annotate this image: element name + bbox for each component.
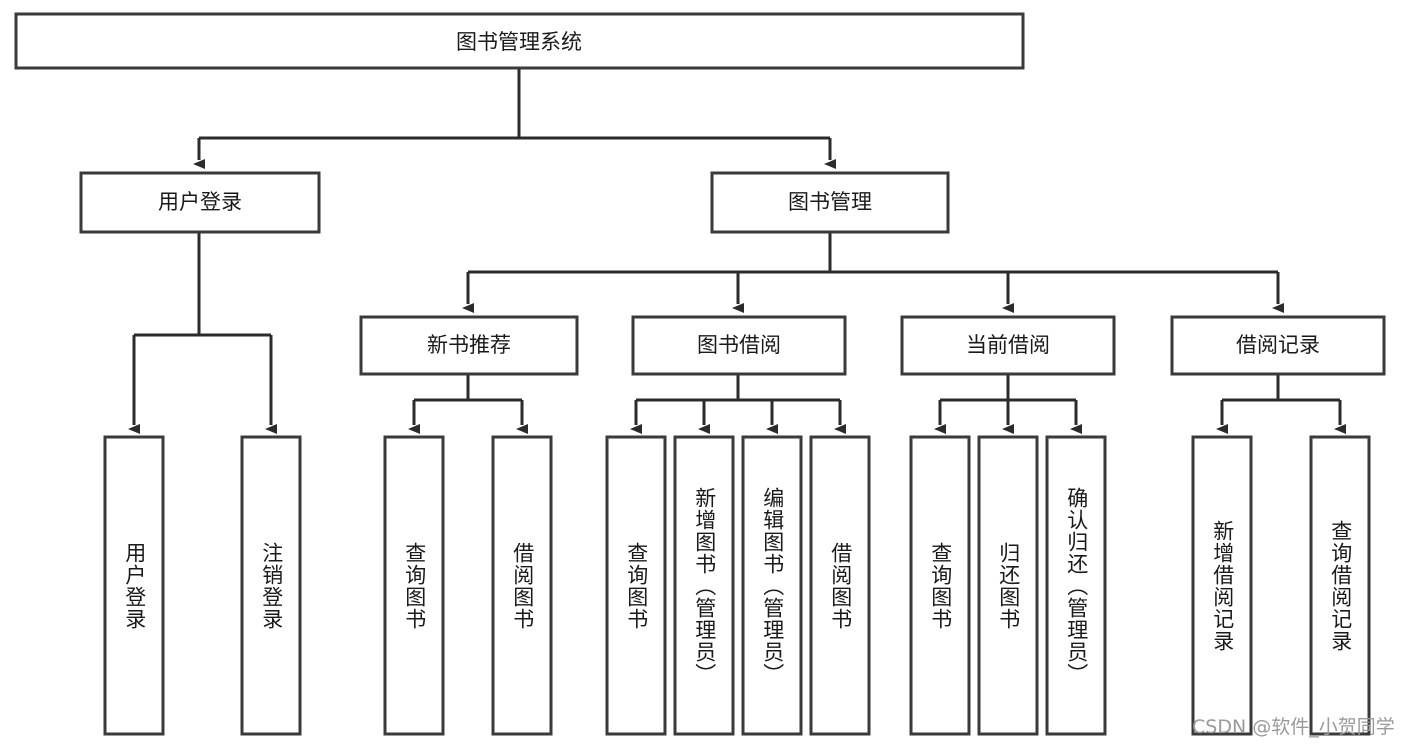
connector-group-root [193, 68, 836, 169]
leaf-box-borrow-record-2[interactable] [1309, 435, 1371, 736]
node-user-login-box[interactable] [79, 171, 321, 234]
node-new-book-recommend[interactable]: 新书推荐 [359, 315, 579, 376]
node-root-label: 图书管理系统 [456, 30, 582, 54]
node-book-manage[interactable]: 图书管理 [710, 171, 950, 234]
node-new-book-recommend-label: 新书推荐 [427, 333, 511, 357]
connector-group-user-login [128, 232, 277, 434]
leaf-box-borrow-record-1[interactable] [1191, 435, 1253, 736]
node-current-borrow[interactable]: 当前借阅 [900, 315, 1116, 376]
leaf-box-book-borrow-2[interactable] [673, 435, 735, 736]
connector-group-borrow-record [1216, 374, 1346, 434]
node-book-borrow-box[interactable] [631, 315, 847, 376]
connector-group-new-book [408, 374, 528, 434]
leaf-box-current-borrow-1[interactable] [909, 435, 971, 736]
node-current-borrow-label: 当前借阅 [966, 333, 1050, 357]
node-book-manage-label: 图书管理 [788, 190, 872, 214]
leaf-box-new-book-2[interactable] [491, 435, 553, 736]
leaf-box-book-borrow-4[interactable] [809, 435, 871, 736]
leaf-box-user-login-1[interactable] [103, 435, 165, 736]
leaf-box-book-borrow-1[interactable] [605, 435, 667, 736]
node-borrow-record-label: 借阅记录 [1236, 333, 1320, 357]
node-book-borrow-label: 图书借阅 [697, 333, 781, 357]
node-borrow-record[interactable]: 借阅记录 [1170, 315, 1386, 376]
watermark-text: CSDN @软件_小贺同学 [1192, 716, 1395, 738]
node-user-login-label: 用户登录 [158, 190, 242, 214]
leaf-box-current-borrow-3[interactable] [1045, 435, 1107, 736]
node-root-box[interactable] [14, 12, 1025, 70]
node-new-book-recommend-box[interactable] [359, 315, 579, 376]
leaf-box-user-login-2[interactable] [240, 435, 302, 736]
node-root[interactable]: 图书管理系统 [14, 12, 1025, 70]
node-user-login[interactable]: 用户登录 [79, 171, 321, 234]
leaf-box-book-borrow-3[interactable] [741, 435, 803, 736]
leaf-box-current-borrow-2[interactable] [977, 435, 1039, 736]
leaf-box-new-book-1[interactable] [383, 435, 445, 736]
connector-group-book-manage [462, 232, 1284, 313]
node-current-borrow-box[interactable] [900, 315, 1116, 376]
node-book-manage-box[interactable] [710, 171, 950, 234]
node-book-borrow[interactable]: 图书借阅 [631, 315, 847, 376]
connector-group-current-borrow [934, 374, 1082, 434]
connector-group-book-borrow [630, 374, 846, 434]
node-borrow-record-box[interactable] [1170, 315, 1386, 376]
